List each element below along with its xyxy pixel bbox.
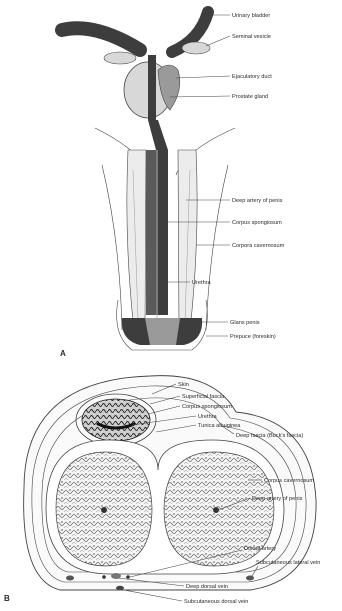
outer-fascia-right (206, 165, 228, 330)
corpus-spongiosum-tissue (82, 399, 150, 441)
label-skin: Skin (178, 382, 189, 388)
panel-label-a: A (60, 349, 66, 358)
label-subcutaneous-dorsal-vein: Subcutaneous dorsal vein (184, 599, 248, 605)
label-urethra: Urethra (192, 280, 212, 286)
seminal-vesicle-left (104, 52, 136, 64)
panel-b-cross-section: Skin Superficial fascia Corpus spongiosu… (4, 376, 320, 605)
outer-fascia-left (102, 165, 122, 330)
label-urinary-bladder: Urinary bladder (232, 13, 270, 19)
label-deep-artery-b: Deep artery of penis (252, 496, 303, 502)
label-corpus-spongiosum: Corpus spongiosum (232, 220, 282, 226)
seminal-vesicle-right (182, 42, 210, 54)
label-corpora-cavernosum: Corpora cavernosum (232, 243, 285, 249)
label-urethra-b: Urethra (198, 414, 218, 420)
subcutaneous-dorsal-vein (116, 586, 124, 590)
label-corpus-cavernosum: Corpus cavernosum (264, 478, 314, 484)
label-deep-fascia: Deep fascia (Buck's fascia) (236, 433, 303, 439)
label-tunica-albuginea: Tunica albuginea (198, 423, 241, 429)
corpus-spongiosum-shadow (146, 150, 156, 315)
corpus-cavernosum-left (127, 150, 146, 330)
label-prepuce: Prepuce (foreskin) (230, 334, 276, 340)
panel-label-b: B (4, 594, 10, 603)
urinary-bladder-left (62, 28, 140, 50)
leader-ejaculatory-duct (176, 76, 230, 78)
label-corpus-spongiosum-b: Corpus spongiosum (182, 404, 232, 410)
label-ejaculatory-duct: Ejaculatory duct (232, 74, 272, 80)
prostatic-urethra (148, 55, 156, 120)
subcutaneous-lateral-vein-right (246, 576, 254, 581)
deep-artery-left (101, 507, 107, 513)
label-seminal-vesicle: Seminal vesicle (232, 34, 271, 40)
label-deep-dorsal-vein: Deep dorsal vein (186, 584, 228, 590)
leader-seminal-vesicle (206, 36, 230, 46)
label-glans-penis: Glans penis (230, 320, 260, 326)
label-dorsal-artery: Dorsal artery (244, 546, 276, 552)
panel-a-longitudinal-section: Urinary bladder Seminal vesicle Ejaculat… (60, 12, 285, 358)
subcutaneous-lateral-vein-left (66, 576, 74, 581)
leader-prostate-gland (170, 96, 230, 97)
label-deep-artery: Deep artery of penis (232, 198, 283, 204)
dorsal-artery-left (102, 575, 106, 579)
label-subcutaneous-lateral-vein: Subcutaneous lateral vein (256, 560, 320, 566)
glans-penis-center (145, 318, 180, 345)
dorsal-artery-right (126, 575, 130, 579)
label-prostate-gland: Prostate gland (232, 94, 268, 100)
leader-subcutaneous-dorsal-vein (124, 590, 182, 601)
label-superficial-fascia: Superficial fascia (182, 394, 225, 400)
